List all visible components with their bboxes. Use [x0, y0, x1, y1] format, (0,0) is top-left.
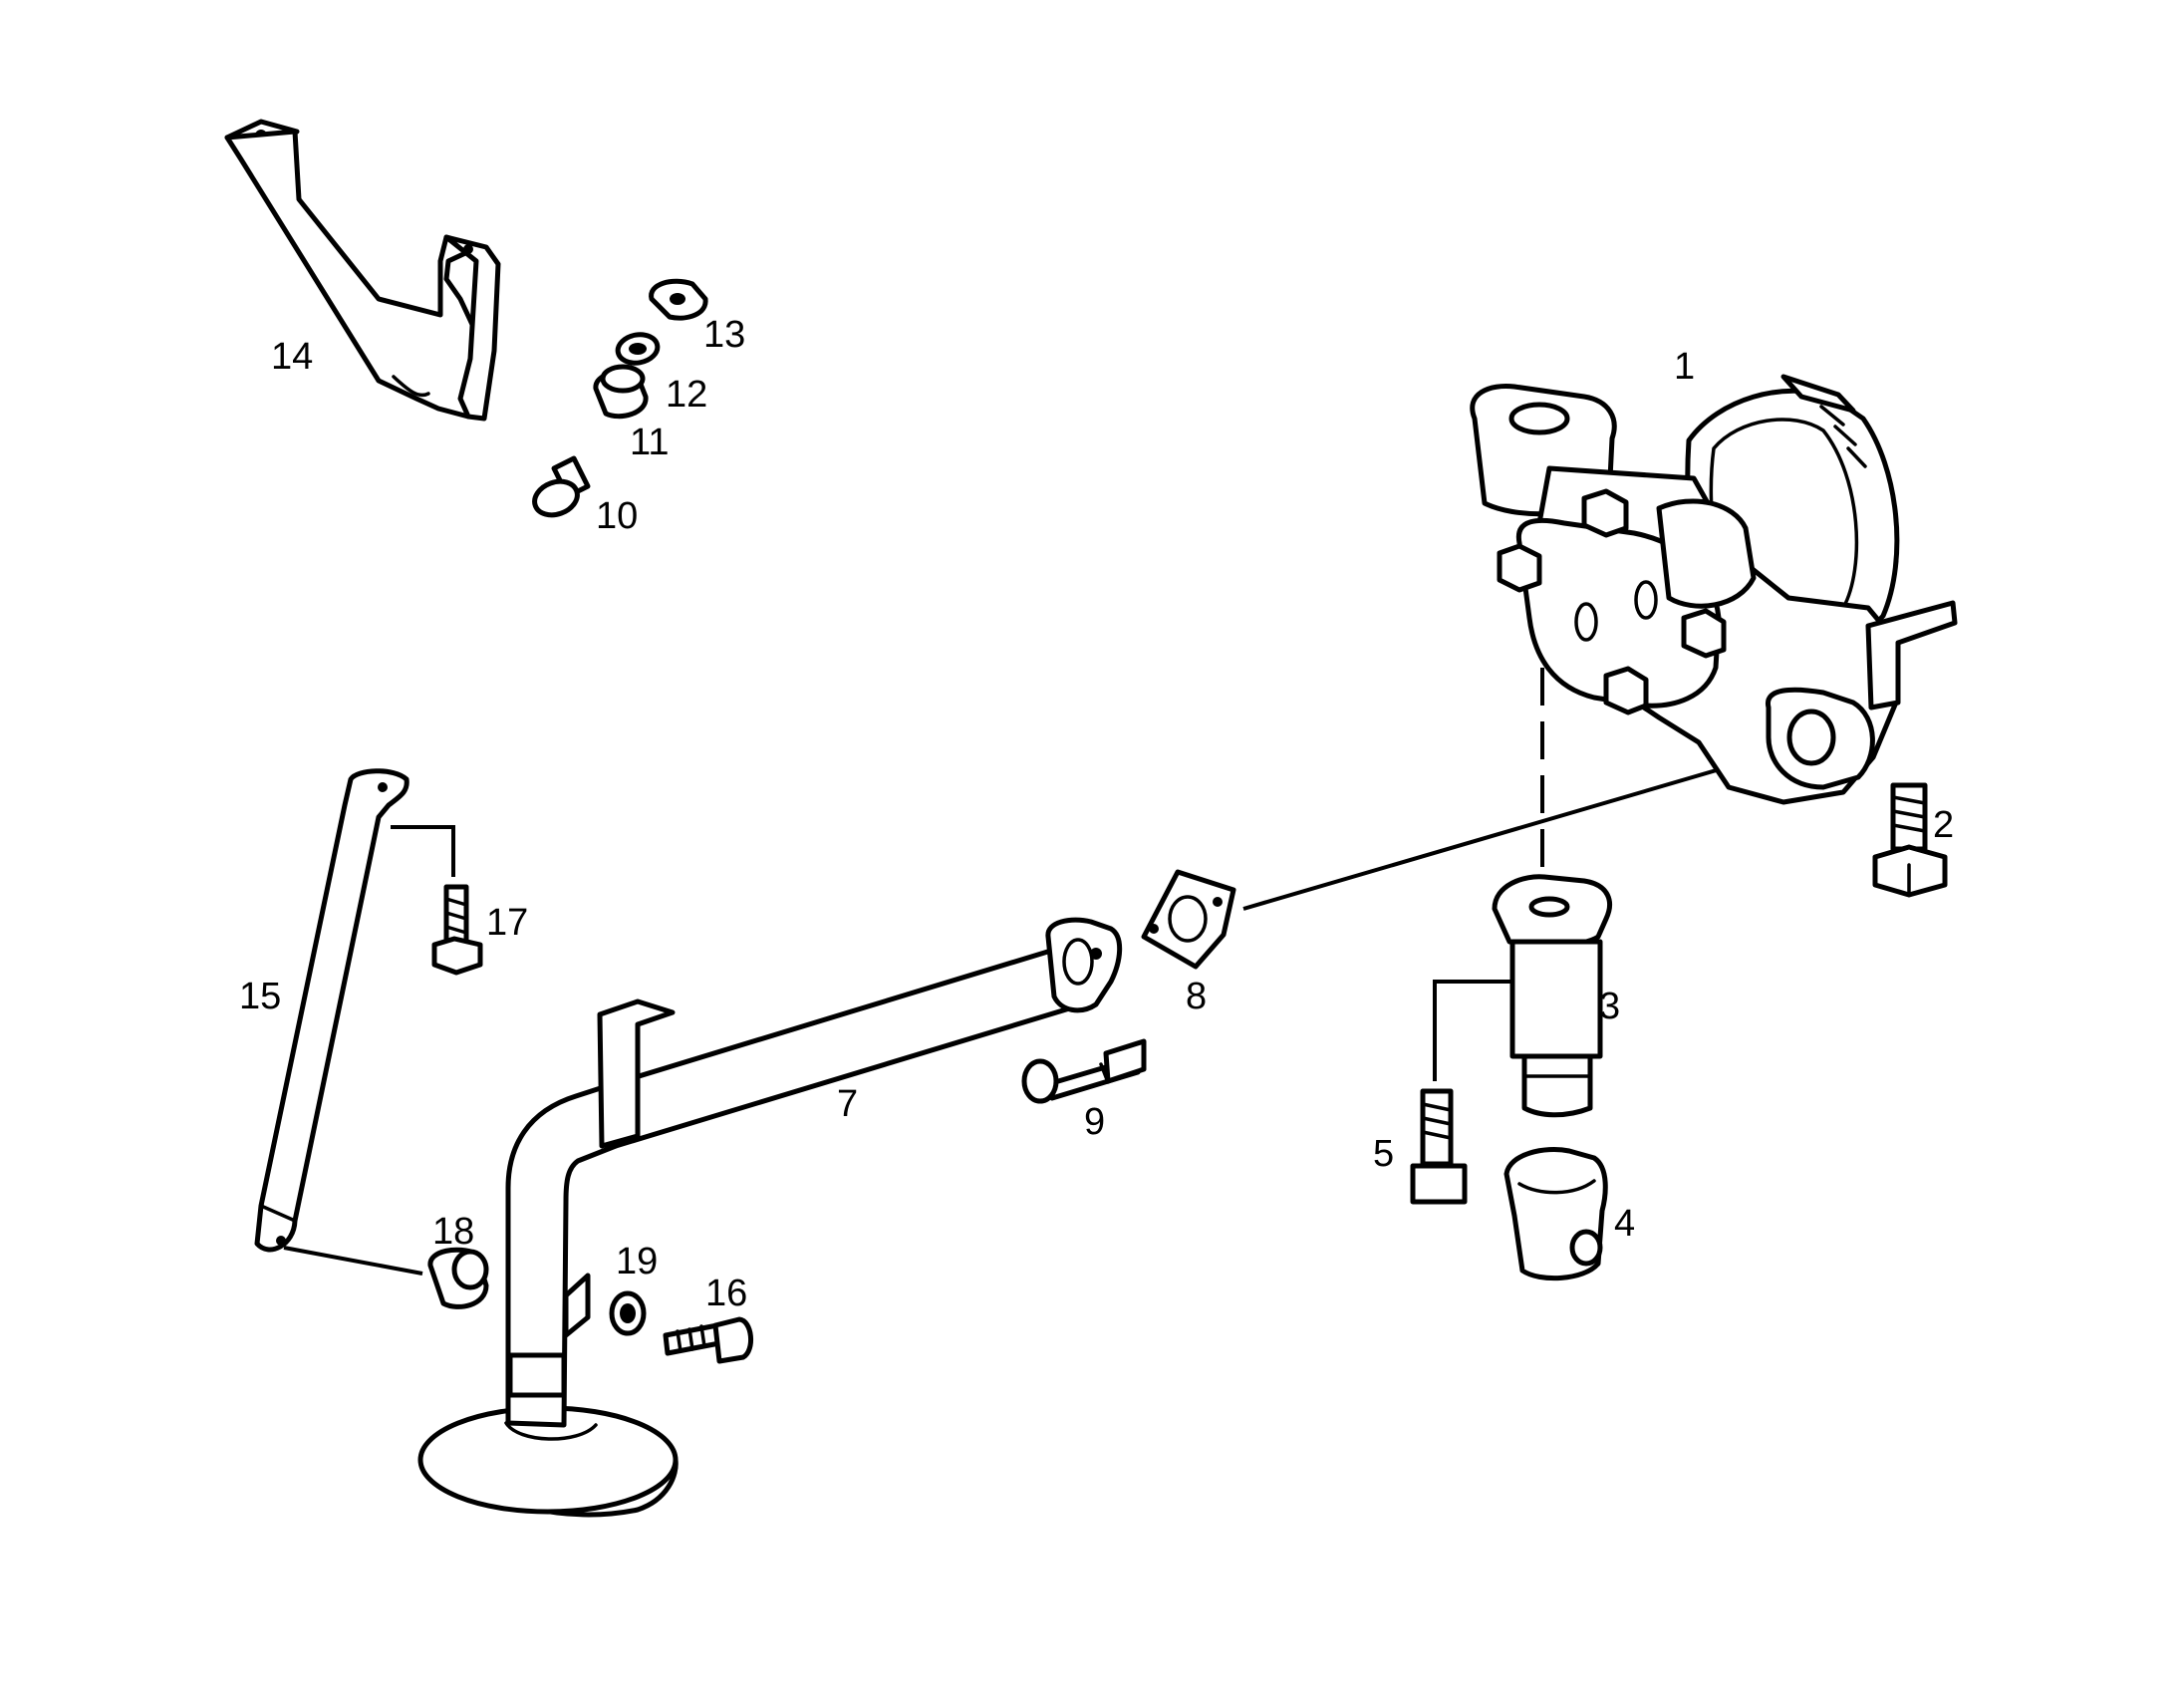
callout-7: 7 [837, 1083, 858, 1125]
part-1-oil-pump [1470, 374, 1958, 805]
callout-19: 19 [616, 1241, 658, 1282]
callout-2: 2 [1933, 804, 1954, 846]
part-10-screw [532, 455, 591, 518]
callout-18: 18 [432, 1211, 474, 1253]
part-14-bracket [224, 119, 501, 422]
callout-17: 17 [486, 902, 528, 944]
part-4-valve-housing [1503, 1147, 1608, 1281]
callout-4: 4 [1614, 1203, 1635, 1245]
part-18-bush [427, 1247, 489, 1309]
part-19-washer [609, 1290, 647, 1336]
callout-1: 1 [1674, 346, 1695, 388]
callout-8: 8 [1186, 976, 1207, 1017]
part-12-washer [615, 332, 661, 366]
callout-16: 16 [705, 1273, 747, 1314]
part-2-bolt [1872, 782, 1948, 898]
part-7-suction-pipe [417, 917, 1123, 1518]
part-8-gasket [1141, 869, 1236, 970]
part-9-screw [1021, 1038, 1147, 1104]
callout-12: 12 [666, 374, 707, 416]
callout-3: 3 [1599, 986, 1620, 1027]
callout-15: 15 [239, 976, 281, 1017]
callout-labels: 1 2 3 4 5 7 8 9 10 11 12 13 14 15 16 17 … [239, 314, 1954, 1314]
callout-10: 10 [596, 495, 638, 537]
part-11-spacer [593, 364, 649, 420]
callout-14: 14 [271, 336, 313, 378]
part-17-bolt [431, 884, 483, 976]
callout-13: 13 [703, 314, 745, 356]
callout-5: 5 [1373, 1133, 1394, 1175]
callout-11: 11 [630, 422, 669, 463]
part-16-screw [663, 1316, 753, 1364]
callout-9: 9 [1084, 1101, 1105, 1143]
part-15-strap [254, 768, 410, 1253]
part-5-bolt [1410, 1088, 1468, 1205]
part-13-nut [649, 278, 708, 321]
part-3-relief-valve [1492, 874, 1612, 1118]
